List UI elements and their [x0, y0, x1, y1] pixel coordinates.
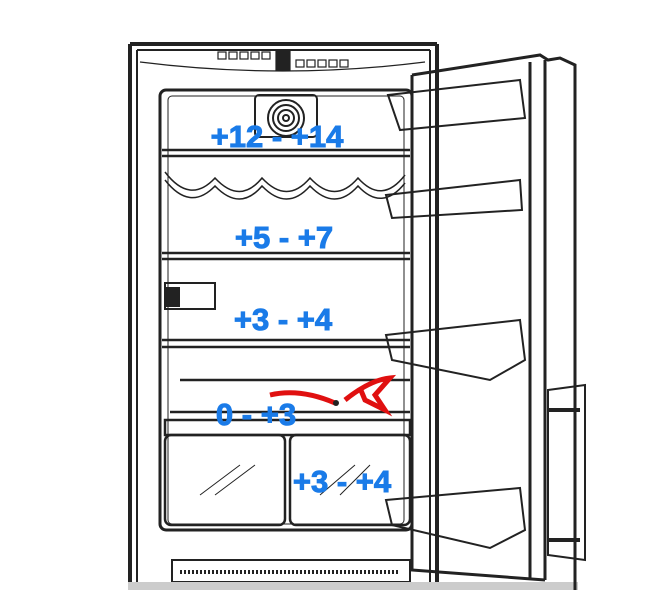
sensor-marker: [269, 374, 397, 417]
zone-label-chill-zone: 0 - +3: [215, 397, 297, 433]
zone-label-upper-middle-shelf: +5 - +7: [234, 220, 334, 256]
control-panel: [139, 49, 426, 72]
zone-label-top-shelf: +12 - +14: [210, 119, 344, 155]
fridge-body: [128, 42, 439, 590]
bottle-rack: [164, 171, 406, 200]
zone-label-crisper-drawer: +3 - +4: [292, 464, 392, 500]
fan-icon: [254, 94, 318, 138]
crisper-drawers: [163, 418, 412, 527]
zone-label-lower-middle-shelf: +3 - +4: [233, 302, 333, 338]
shelves: [162, 148, 410, 414]
fridge-door: [384, 53, 586, 590]
bottom-grille: [171, 559, 411, 583]
